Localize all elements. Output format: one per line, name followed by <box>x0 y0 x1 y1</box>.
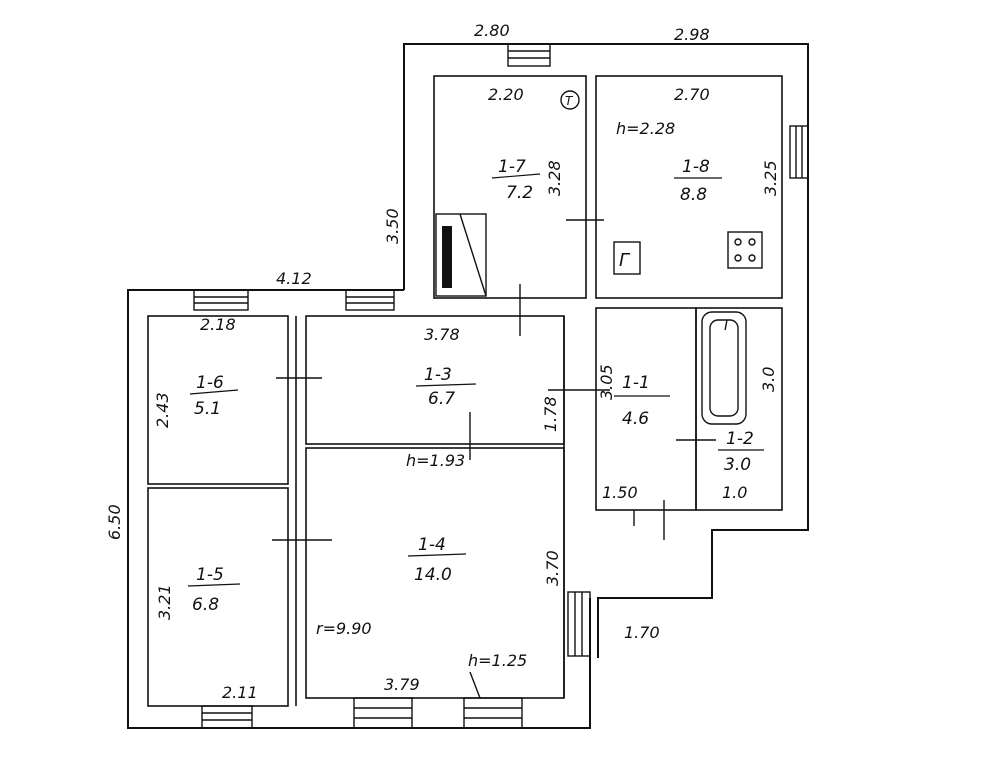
hob-fixture <box>727 231 763 269</box>
room-1-1-label: 1-1 4.6 <box>614 373 670 429</box>
dim-room-1-7-height: 3.28 <box>545 160 564 196</box>
ceiling-leader-line <box>469 671 481 699</box>
bathtub-inner <box>709 319 739 417</box>
room-area: 5.1 <box>194 399 221 419</box>
window-left-wing-2 <box>345 289 395 311</box>
dim-room-1-4-bottom: 3.79 <box>384 675 420 694</box>
boiler-mark-icon <box>560 90 580 110</box>
room-id: 1-8 <box>682 157 710 177</box>
burner-icon <box>734 238 742 246</box>
boiler-fixture <box>435 213 487 297</box>
burner-icon <box>734 254 742 262</box>
inner-walls <box>147 75 783 707</box>
room-id: 1-3 <box>424 365 452 385</box>
room-1-2-walls <box>695 307 783 511</box>
dim-room-1-2-height: 3.0 <box>759 367 778 392</box>
dim-room-1-4-height: 3.70 <box>543 550 562 586</box>
bathtub-fixture <box>701 311 747 425</box>
dim-room-1-6-height: 2.43 <box>153 392 172 428</box>
dim-room-1-3-height: 1.78 <box>541 396 560 432</box>
room-area: 14.0 <box>414 565 452 585</box>
dim-room-1-5-height: 3.21 <box>155 584 174 620</box>
dim-room-1-3-ceiling: h=1.93 <box>406 451 465 470</box>
dim-top-left: 2.80 <box>474 21 510 40</box>
dim-room-1-2-width: 1.0 <box>722 483 747 502</box>
outer-walls <box>127 43 809 729</box>
dim-room-1-8-ceiling: h=2.28 <box>616 119 675 138</box>
room-area: 4.6 <box>622 409 649 429</box>
fixtures <box>435 90 763 699</box>
room-1-7-label: 1-7 7.2 <box>491 157 541 203</box>
dim-top-right: 2.98 <box>674 25 710 44</box>
dim-room-1-1-height: 3.05 <box>597 364 616 400</box>
window-porch <box>567 591 591 657</box>
room-1-7-walls <box>433 75 587 299</box>
dim-porch-width: 1.70 <box>624 623 660 642</box>
window-bottom-3 <box>463 697 523 729</box>
dim-room-1-8-height: 3.25 <box>761 160 780 196</box>
room-id: 1-4 <box>418 535 446 555</box>
window-bottom-2 <box>353 697 413 729</box>
burner-icon <box>748 254 756 262</box>
boiler-fixture-fill <box>442 226 452 288</box>
dim-left-wing-width: 4.12 <box>276 269 312 288</box>
dim-room-1-1-width: 1.50 <box>602 483 638 502</box>
dim-room-1-7-width: 2.20 <box>488 85 524 104</box>
room-1-8-label: 1-8 8.8 <box>674 157 722 205</box>
burner-icon <box>748 238 756 246</box>
boiler-mark-label: T <box>565 94 574 108</box>
upper-block-outer-wall <box>403 43 809 658</box>
room-id: 1-5 <box>196 565 224 585</box>
room-area: 8.8 <box>680 185 707 205</box>
dim-room-1-8-width: 2.70 <box>674 85 710 104</box>
room-1-6-label: 1-6 5.1 <box>189 373 239 419</box>
room-1-2-label: 1-2 3.0 <box>718 429 764 475</box>
labels: 2.80 2.98 2.20 2.70 h=2.28 3.28 3.25 3.5… <box>105 21 780 702</box>
window-bottom-1 <box>201 705 253 729</box>
dim-room-1-4-ceiling: h=1.25 <box>468 651 527 670</box>
dim-room-1-6-width: 2.18 <box>200 315 236 334</box>
stove-mark-label: Г <box>619 250 631 271</box>
room-id: 1-6 <box>196 373 224 393</box>
room-area: 6.8 <box>192 595 219 615</box>
stove-mark-icon <box>613 241 641 275</box>
windows <box>193 43 809 729</box>
room-1-6-walls <box>147 315 289 485</box>
room-id: 1-2 <box>726 429 754 449</box>
bath-mark-label: I <box>724 318 728 334</box>
dim-room-1-4-perimeter: r=9.90 <box>316 619 372 638</box>
room-area: 6.7 <box>428 389 455 409</box>
room-1-3-label: 1-3 6.7 <box>415 365 477 409</box>
room-1-5-label: 1-5 6.8 <box>187 565 241 615</box>
dim-room-1-3-width: 3.78 <box>424 325 460 344</box>
room-id: 1-7 <box>498 157 526 177</box>
room-id: 1-1 <box>622 373 650 393</box>
window-left-wing-1 <box>193 289 249 311</box>
room-area: 3.0 <box>724 455 751 475</box>
room-1-8-walls <box>595 75 783 299</box>
dim-room-1-5-bottom: 2.11 <box>222 683 258 702</box>
dim-left-total-height: 6.50 <box>105 504 124 540</box>
room-area: 7.2 <box>506 183 533 203</box>
dim-upper-height: 3.50 <box>383 208 402 244</box>
doors <box>272 219 716 541</box>
room-1-4-label: 1-4 14.0 <box>407 535 467 585</box>
window-right <box>789 125 809 179</box>
window-top <box>507 43 551 67</box>
